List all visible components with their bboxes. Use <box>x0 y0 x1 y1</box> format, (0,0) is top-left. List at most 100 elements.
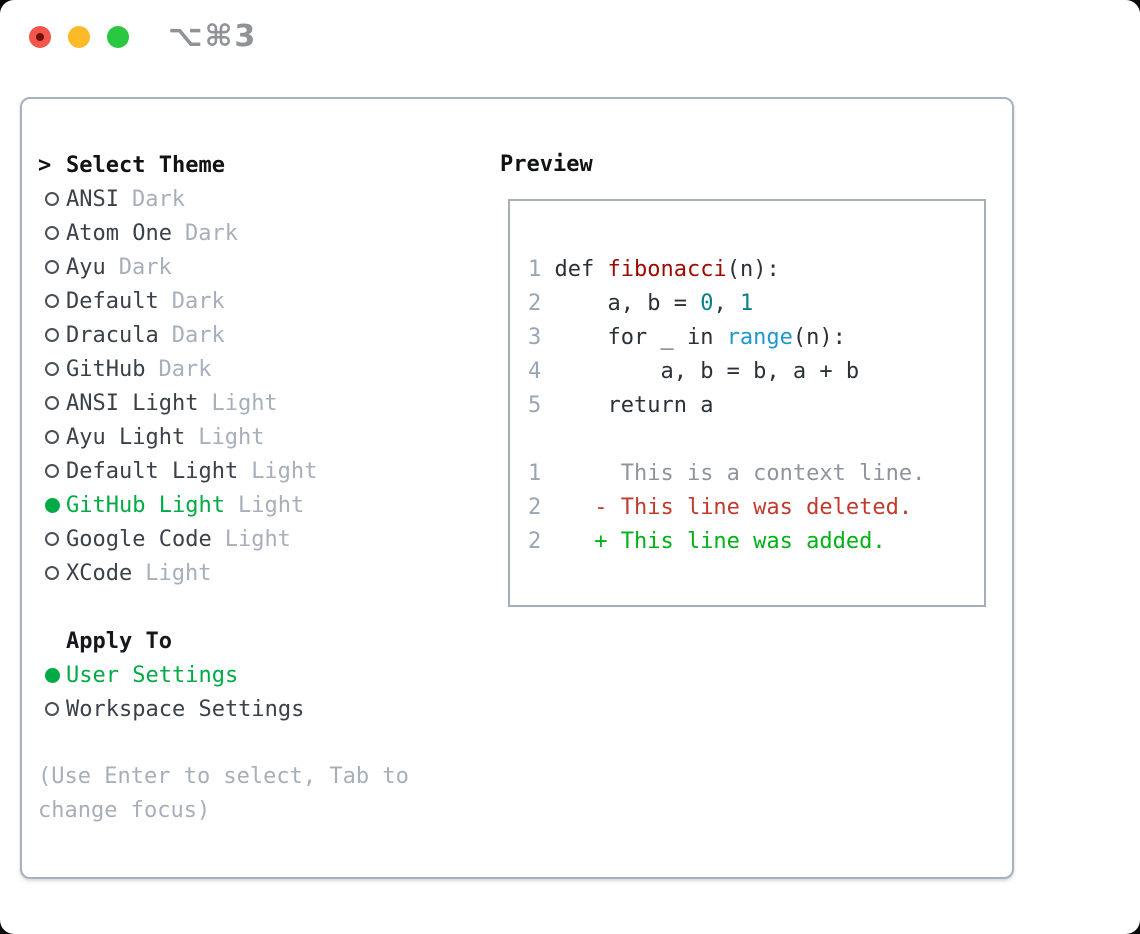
radio-unselected-icon <box>45 396 59 410</box>
close-dot-icon <box>36 33 44 41</box>
code-token-ctx: This is a context line. <box>541 461 926 486</box>
theme-variant-label: Dark <box>171 322 225 348</box>
code-line: 1 def fibonacci(n): <box>528 253 925 287</box>
apply-to-header-row: Apply To <box>38 624 172 658</box>
maximize-button[interactable] <box>107 26 129 48</box>
code-token-num: 5 <box>528 393 542 418</box>
code-line: 2 - This line was deleted. <box>528 491 925 525</box>
code-token-add: + This line was added. <box>541 529 886 554</box>
code-token-num: 1 <box>528 461 542 486</box>
code-token-pl: , <box>713 291 740 316</box>
theme-variant-label: Light <box>224 526 291 552</box>
hint-text: (Use Enter to select, Tab to change focu… <box>38 764 409 823</box>
theme-variant-label: Light <box>237 492 305 518</box>
close-button[interactable] <box>29 26 51 48</box>
code-line: 2 a, b = 0, 1 <box>528 287 925 321</box>
titlebar: ⌥⌘3 <box>0 0 1140 75</box>
preview-header: Preview <box>500 152 593 177</box>
theme-option-label: Ayu Light <box>66 424 186 450</box>
theme-option-default[interactable]: Default Dark <box>38 284 225 318</box>
code-token-lit: 0 <box>700 291 714 316</box>
radio-unselected-icon <box>45 532 59 546</box>
theme-option-google-code[interactable]: Google Code Light <box>38 522 291 556</box>
theme-option-ayu[interactable]: Ayu Dark <box>38 250 172 284</box>
theme-option-dracula[interactable]: Dracula Dark <box>38 318 225 352</box>
theme-option-label: Default <box>66 288 159 314</box>
theme-option-ansi-light[interactable]: ANSI Light Light <box>38 386 278 420</box>
theme-variant-label: Light <box>251 458 318 484</box>
keyboard-shortcut-label: ⌥⌘3 <box>168 19 258 54</box>
code-line: 1 This is a context line. <box>528 457 925 491</box>
code-line: 2 + This line was added. <box>528 525 925 559</box>
code-line: 3 for _ in range(n): <box>528 321 925 355</box>
radio-unselected-icon <box>45 226 59 240</box>
theme-option-label: Ayu <box>66 254 106 280</box>
theme-variant-label: Dark <box>171 288 225 314</box>
radio-unselected-icon <box>45 294 59 308</box>
code-token-pl: def <box>541 257 608 282</box>
apply-to-header: Apply To <box>66 628 172 654</box>
radio-selected-icon <box>44 667 60 683</box>
code-token-num: 4 <box>528 359 542 384</box>
radio-unselected-icon <box>45 430 59 444</box>
code-line: 4 a, b = b, a + b <box>528 355 925 389</box>
theme-option-xcode[interactable]: XCode Light <box>38 556 211 590</box>
select-theme-header-row: > Select Theme <box>38 148 225 182</box>
theme-variant-label: Dark <box>118 254 172 280</box>
apply-option-user-settings[interactable]: User Settings <box>38 658 238 692</box>
code-token-num: 2 <box>528 529 542 554</box>
code-token-pl: (n): <box>726 257 780 282</box>
apply-option-label: User Settings <box>66 662 239 688</box>
code-token-pl: a, b = b, a + b <box>541 359 860 384</box>
theme-variant-label: Light <box>211 390 278 416</box>
theme-option-github[interactable]: GitHub Dark <box>38 352 211 386</box>
theme-variant-label: Light <box>145 560 212 586</box>
theme-option-label: Dracula <box>66 322 159 348</box>
radio-unselected-icon <box>45 566 59 580</box>
code-token-fn: fibonacci <box>607 257 727 282</box>
code-token-num: 1 <box>528 257 542 282</box>
radio-unselected-icon <box>45 260 59 274</box>
radio-unselected-icon <box>45 362 59 376</box>
prompt-icon: > <box>38 152 52 178</box>
theme-option-ansi[interactable]: ANSI Dark <box>38 182 185 216</box>
code-line <box>528 423 925 457</box>
theme-option-default-light[interactable]: Default Light Light <box>38 454 317 488</box>
theme-option-label: Default Light <box>66 458 239 484</box>
theme-option-label: Google Code <box>66 526 212 552</box>
code-token-pl: for _ in <box>541 325 727 350</box>
code-token-pl: (n): <box>792 325 846 350</box>
minimize-button[interactable] <box>68 26 90 48</box>
code-token-num: 3 <box>528 325 542 350</box>
theme-variant-label: Dark <box>158 356 212 382</box>
radio-unselected-icon <box>45 192 59 206</box>
code-token-num: 2 <box>528 291 542 316</box>
code-token-del: - This line was deleted. <box>541 495 913 520</box>
code-token-pl: a, b = <box>541 291 701 316</box>
theme-variant-label: Dark <box>131 186 185 212</box>
theme-option-label: ANSI <box>66 186 119 212</box>
radio-selected-icon <box>44 497 60 513</box>
theme-variant-label: Dark <box>184 220 238 246</box>
apply-option-workspace-settings[interactable]: Workspace Settings <box>38 692 304 726</box>
theme-option-label: ANSI Light <box>66 390 199 416</box>
select-theme-header: Select Theme <box>66 152 225 178</box>
theme-option-github-light[interactable]: GitHub Light Light <box>38 488 304 522</box>
apply-option-label: Workspace Settings <box>66 696 305 722</box>
code-token-pl: return a <box>541 393 714 418</box>
theme-option-label: XCode <box>66 560 133 586</box>
radio-unselected-icon <box>45 328 59 342</box>
code-token-bi: range <box>726 325 793 350</box>
theme-option-label: GitHub Light <box>66 492 225 518</box>
radio-unselected-icon <box>45 702 59 716</box>
theme-option-label: GitHub <box>66 356 146 382</box>
